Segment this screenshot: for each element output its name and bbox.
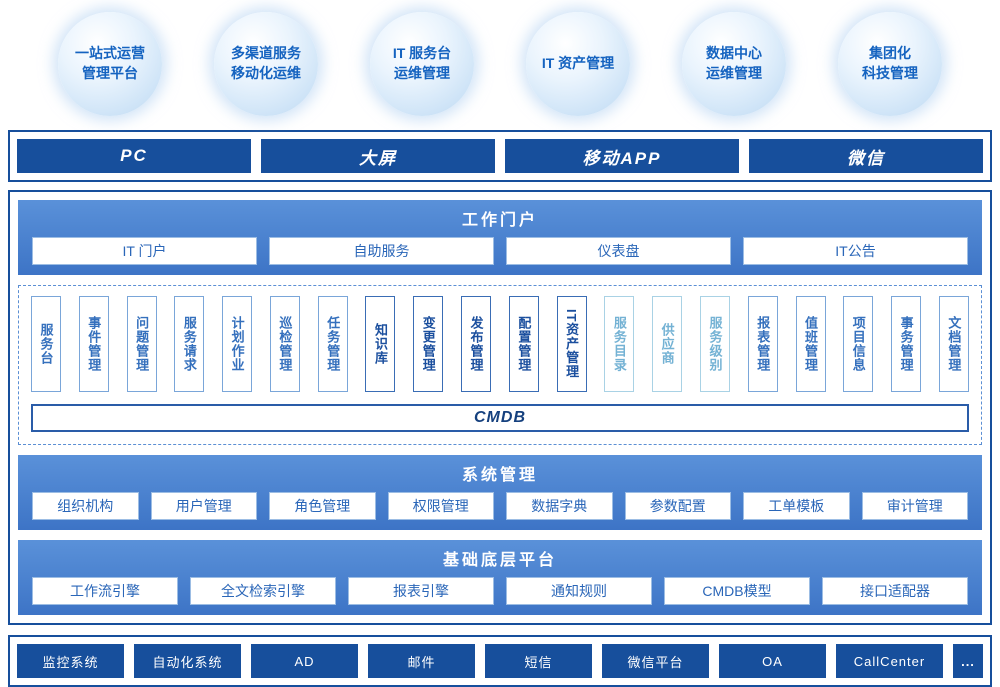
module-report-mgmt: 报表管理 bbox=[747, 296, 778, 392]
bubble-datacenter-ops: 数据中心 运维管理 bbox=[682, 12, 786, 116]
module-change-mgmt: 变更管理 bbox=[413, 296, 444, 392]
portal-item-it-announcement: IT公告 bbox=[743, 237, 968, 265]
module-project-info: 项目信息 bbox=[843, 296, 874, 392]
bubble-multichannel-service: 多渠道服务 移动化运维 bbox=[214, 12, 318, 116]
channel-bigscreen: 大屏 bbox=[261, 139, 495, 173]
system-item-role-mgmt: 角色管理 bbox=[269, 492, 376, 520]
integration-email: 邮件 bbox=[368, 644, 475, 678]
architecture-diagram: 一站式运营 管理平台 多渠道服务 移动化运维 IT 服务台 运维管理 IT 资产… bbox=[0, 8, 1000, 687]
itsm-modules-row: 服务台 事件管理 问题管理 服务请求 计划作业 巡检管理 任务管理 知识库 变更… bbox=[31, 296, 969, 392]
system-management-items: 组织机构 用户管理 角色管理 权限管理 数据字典 参数配置 工单模板 审计管理 bbox=[32, 492, 968, 520]
module-incident-mgmt: 事件管理 bbox=[78, 296, 109, 392]
channel-mobile-app: 移动APP bbox=[505, 139, 739, 173]
module-config-mgmt: 配置管理 bbox=[508, 296, 539, 392]
base-platform-band: 基础底层平台 工作流引擎 全文检索引擎 报表引擎 通知规则 CMDB模型 接口适… bbox=[18, 540, 982, 615]
system-management-band: 系统管理 组织机构 用户管理 角色管理 权限管理 数据字典 参数配置 工单模板 … bbox=[18, 455, 982, 530]
module-duty-mgmt: 值班管理 bbox=[795, 296, 826, 392]
work-portal-title: 工作门户 bbox=[461, 212, 538, 229]
bubble-label: 集团化 科技管理 bbox=[862, 44, 918, 83]
bubble-line: 数据中心 bbox=[706, 45, 762, 62]
bubble-group-tech-management: 集团化 科技管理 bbox=[838, 12, 942, 116]
platform-item-fulltext-search: 全文检索引擎 bbox=[190, 577, 336, 605]
itsm-modules-area: 服务台 事件管理 问题管理 服务请求 计划作业 巡检管理 任务管理 知识库 变更… bbox=[18, 285, 982, 445]
platform-item-api-adapter: 接口适配器 bbox=[822, 577, 968, 605]
integration-ad: AD bbox=[251, 644, 358, 678]
module-problem-mgmt: 问题管理 bbox=[126, 296, 157, 392]
bubble-label: IT 服务台 运维管理 bbox=[393, 44, 451, 83]
channel-pc: PC bbox=[17, 139, 251, 173]
module-release-mgmt: 发布管理 bbox=[461, 296, 492, 392]
module-service-request: 服务请求 bbox=[174, 296, 205, 392]
platform-item-cmdb-model: CMDB模型 bbox=[664, 577, 810, 605]
bubble-line: 运维管理 bbox=[394, 65, 450, 81]
module-inspection-mgmt: 巡检管理 bbox=[269, 296, 300, 392]
channel-wechat: 微信 bbox=[749, 139, 983, 173]
channel-bar: PC 大屏 移动APP 微信 bbox=[8, 130, 992, 182]
portal-item-dashboard: 仪表盘 bbox=[506, 237, 731, 265]
portal-item-it-portal: IT 门户 bbox=[32, 237, 257, 265]
module-affairs-mgmt: 事务管理 bbox=[891, 296, 922, 392]
system-item-data-dictionary: 数据字典 bbox=[506, 492, 613, 520]
module-service-level: 服务级别 bbox=[699, 296, 730, 392]
base-platform-title: 基础底层平台 bbox=[442, 552, 557, 569]
bubble-line: 移动化运维 bbox=[231, 65, 301, 81]
module-knowledge-base: 知识库 bbox=[365, 296, 396, 392]
system-item-organization: 组织机构 bbox=[32, 492, 139, 520]
module-it-asset-mgmt: IT资产管理 bbox=[556, 296, 587, 392]
system-item-audit-mgmt: 审计管理 bbox=[861, 492, 968, 520]
bubble-line: 集团化 bbox=[869, 45, 911, 62]
integration-oa: OA bbox=[719, 644, 826, 678]
system-item-user-mgmt: 用户管理 bbox=[150, 492, 257, 520]
integration-automation-system: 自动化系统 bbox=[134, 644, 241, 678]
work-portal-items: IT 门户 自助服务 仪表盘 IT公告 bbox=[32, 237, 968, 265]
bubble-it-service-desk: IT 服务台 运维管理 bbox=[370, 12, 474, 116]
module-document-mgmt: 文档管理 bbox=[938, 296, 969, 392]
bubble-line: IT 服务台 bbox=[392, 45, 452, 62]
integration-callcenter: CallCenter bbox=[836, 644, 943, 678]
bubble-line: IT 资产管理 bbox=[541, 55, 615, 72]
platform-item-workflow-engine: 工作流引擎 bbox=[32, 577, 178, 605]
bubble-line: 科技管理 bbox=[862, 65, 918, 81]
module-planned-jobs: 计划作业 bbox=[222, 296, 253, 392]
bubble-line: 一站式运营 bbox=[75, 45, 145, 62]
bubble-line: 多渠道服务 bbox=[231, 45, 301, 62]
bubble-operation-platform: 一站式运营 管理平台 bbox=[58, 12, 162, 116]
module-supplier: 供应商 bbox=[652, 296, 683, 392]
bubble-label: 多渠道服务 移动化运维 bbox=[231, 44, 301, 83]
integration-wechat-platform: 微信平台 bbox=[602, 644, 709, 678]
base-platform-items: 工作流引擎 全文检索引擎 报表引擎 通知规则 CMDB模型 接口适配器 bbox=[32, 577, 968, 605]
portal-item-self-service: 自助服务 bbox=[269, 237, 494, 265]
platform-container: 工作门户 IT 门户 自助服务 仪表盘 IT公告 服务台 事件管理 问题管理 服… bbox=[8, 190, 992, 625]
system-item-parameter-config: 参数配置 bbox=[624, 492, 731, 520]
bubble-line: 运维管理 bbox=[706, 65, 762, 81]
integration-more-ellipsis: ... bbox=[953, 644, 983, 678]
capability-bubbles: 一站式运营 管理平台 多渠道服务 移动化运维 IT 服务台 运维管理 IT 资产… bbox=[0, 8, 1000, 120]
system-item-permission-mgmt: 权限管理 bbox=[387, 492, 494, 520]
cmdb-bar: CMDB bbox=[31, 404, 969, 432]
platform-item-notify-rules: 通知规则 bbox=[506, 577, 652, 605]
system-item-ticket-template: 工单模板 bbox=[743, 492, 850, 520]
bubble-it-asset-management: IT 资产管理 bbox=[526, 12, 630, 116]
integration-monitoring-system: 监控系统 bbox=[17, 644, 124, 678]
bubble-label: IT 资产管理 bbox=[542, 54, 614, 74]
integration-sms: 短信 bbox=[485, 644, 592, 678]
bubble-label: 一站式运营 管理平台 bbox=[75, 44, 145, 83]
system-management-title: 系统管理 bbox=[461, 467, 538, 484]
module-task-mgmt: 任务管理 bbox=[317, 296, 348, 392]
module-service-catalog: 服务目录 bbox=[604, 296, 635, 392]
work-portal-band: 工作门户 IT 门户 自助服务 仪表盘 IT公告 bbox=[18, 200, 982, 275]
integration-bar: 监控系统 自动化系统 AD 邮件 短信 微信平台 OA CallCenter .… bbox=[8, 635, 992, 687]
module-service-desk: 服务台 bbox=[31, 296, 61, 392]
bubble-label: 数据中心 运维管理 bbox=[706, 44, 762, 83]
platform-item-report-engine: 报表引擎 bbox=[348, 577, 494, 605]
bubble-line: 管理平台 bbox=[82, 65, 138, 81]
